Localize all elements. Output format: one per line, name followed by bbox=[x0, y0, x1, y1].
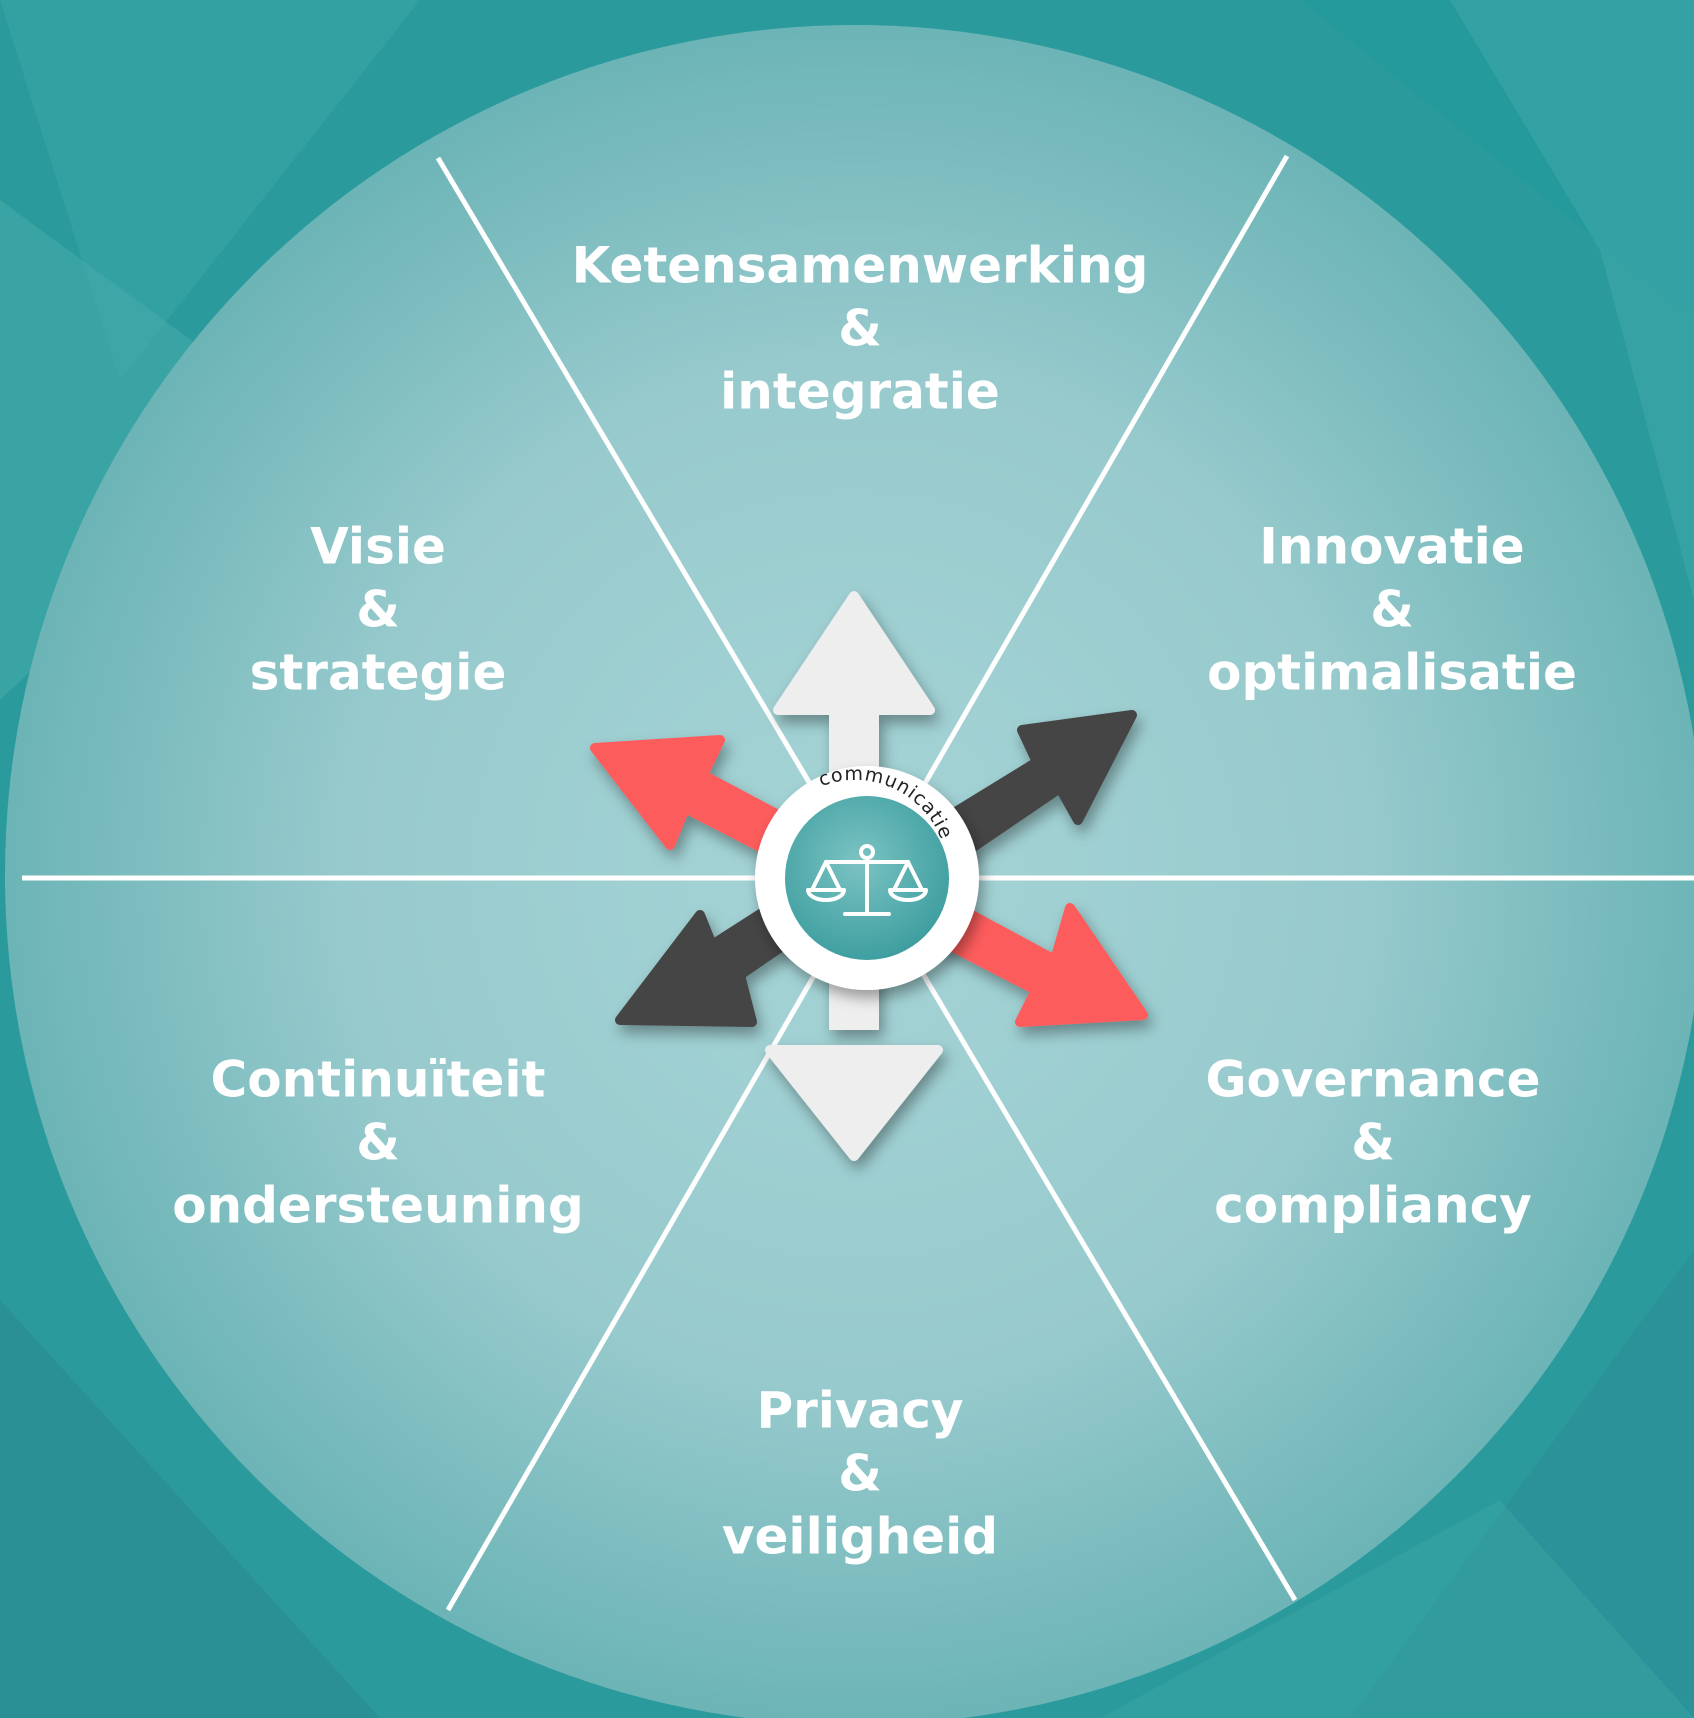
segment-ampersand: & bbox=[838, 299, 882, 358]
segment-title: Governance bbox=[1205, 1050, 1541, 1109]
segment-label-governance: Governance & compliancy bbox=[1205, 1049, 1540, 1238]
segment-subtitle: veiligheid bbox=[721, 1507, 999, 1566]
segment-subtitle: integratie bbox=[720, 362, 1000, 421]
segment-ampersand: & bbox=[1370, 580, 1414, 639]
segment-title: Continuïteit bbox=[210, 1050, 546, 1109]
segment-ampersand: & bbox=[356, 1113, 400, 1172]
balance-scale-icon bbox=[806, 844, 928, 916]
segment-ampersand: & bbox=[356, 580, 400, 639]
segment-label-privacy: Privacy & veiligheid bbox=[722, 1380, 998, 1569]
segment-label-innovatie: Innovatie & optimalisatie bbox=[1207, 516, 1577, 705]
segment-subtitle: optimalisatie bbox=[1207, 643, 1577, 702]
segment-ampersand: & bbox=[1351, 1113, 1395, 1172]
segment-subtitle: ondersteuning bbox=[172, 1176, 584, 1235]
segment-subtitle: strategie bbox=[249, 643, 507, 702]
segment-title: Visie bbox=[310, 517, 446, 576]
segment-label-visie: Visie & strategie bbox=[250, 516, 507, 705]
segment-title: Ketensamenwerking bbox=[571, 236, 1149, 295]
segment-subtitle: compliancy bbox=[1214, 1176, 1532, 1235]
segment-title: Privacy bbox=[756, 1381, 964, 1440]
segment-title: Innovatie bbox=[1259, 517, 1525, 576]
center-hub: communicatie bbox=[755, 763, 979, 990]
segment-label-continuiteit: Continuïteit & ondersteuning bbox=[172, 1049, 584, 1238]
segment-label-ketensamenwerking: Ketensamenwerking & integratie bbox=[572, 235, 1149, 424]
segment-ampersand: & bbox=[838, 1444, 882, 1503]
